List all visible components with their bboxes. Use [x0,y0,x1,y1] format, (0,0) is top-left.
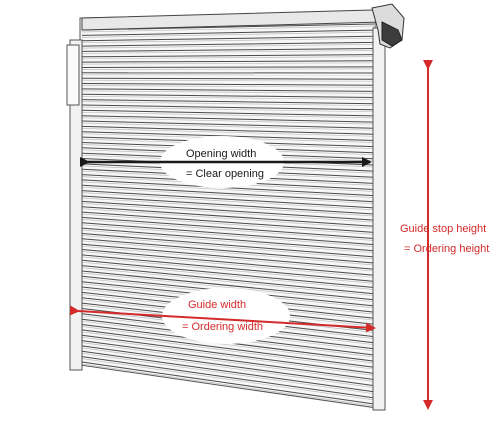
left-bracket [67,45,79,105]
ordering-width-label: = Ordering width [182,320,282,334]
opening-width-label: Opening width [186,147,276,161]
guide-stop-height-label: Guide stop height [400,222,500,236]
ordering-height-label: = Ordering height [404,242,500,256]
guide-width-label: Guide width [188,298,278,312]
door-slat-line [82,67,374,68]
right-guide-rail [373,28,385,410]
clear-opening-label: = Clear opening [186,167,276,181]
